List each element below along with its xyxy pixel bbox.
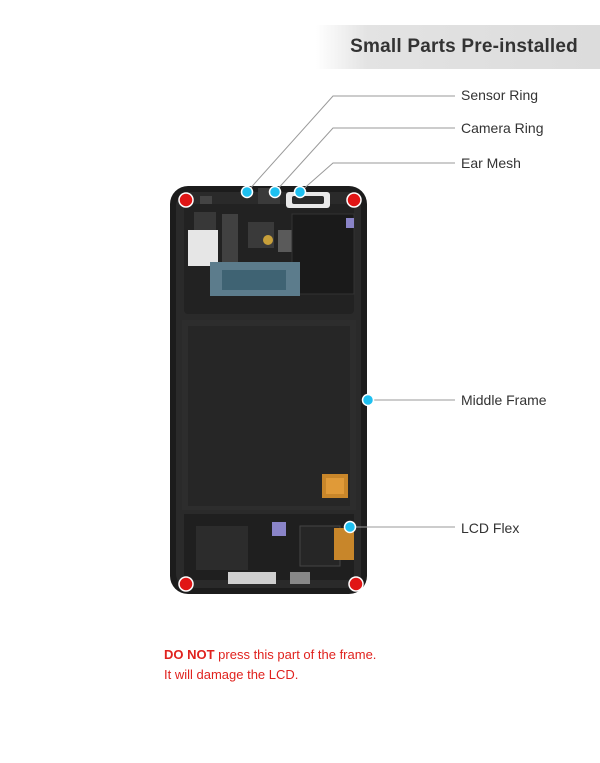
ear-mesh-marker <box>293 185 307 199</box>
middle-frame-label: Middle Frame <box>461 392 547 408</box>
camera-ring-marker <box>268 185 282 199</box>
camera-ring-leader <box>274 127 455 193</box>
phone-frame <box>170 186 367 594</box>
top-right-warning-marker <box>346 192 362 208</box>
top-left-warning-marker <box>178 192 194 208</box>
bottom-right-warning-marker <box>348 576 364 592</box>
callout-markers <box>240 185 375 534</box>
warning-line-1-rest: press this part of the frame. <box>214 647 377 662</box>
warning-line-1: DO NOT press this part of the frame. <box>164 645 464 665</box>
warning-note: DO NOT press this part of the frame. It … <box>164 645 464 685</box>
lcd-flex-label: LCD Flex <box>461 520 520 536</box>
warning-line-2: It will damage the LCD. <box>164 667 299 682</box>
sensor-ring-marker <box>240 185 254 199</box>
leader-lines <box>246 95 455 528</box>
sensor-ring-label: Sensor Ring <box>461 87 539 103</box>
banner: Small Parts Pre-installed <box>316 25 600 69</box>
lcd-flex-marker <box>343 520 357 534</box>
ear-mesh-leader <box>299 162 455 193</box>
bottom-left-warning-marker <box>178 576 194 592</box>
middle-frame-marker <box>361 393 375 407</box>
sensor-ring-leader <box>246 95 455 193</box>
warning-markers <box>178 192 364 592</box>
camera-ring-label: Camera Ring <box>461 120 544 136</box>
banner-title: Small Parts Pre-installed <box>350 36 578 57</box>
warning-emphasis: DO NOT <box>164 647 215 662</box>
ear-mesh-label: Ear Mesh <box>461 155 521 171</box>
